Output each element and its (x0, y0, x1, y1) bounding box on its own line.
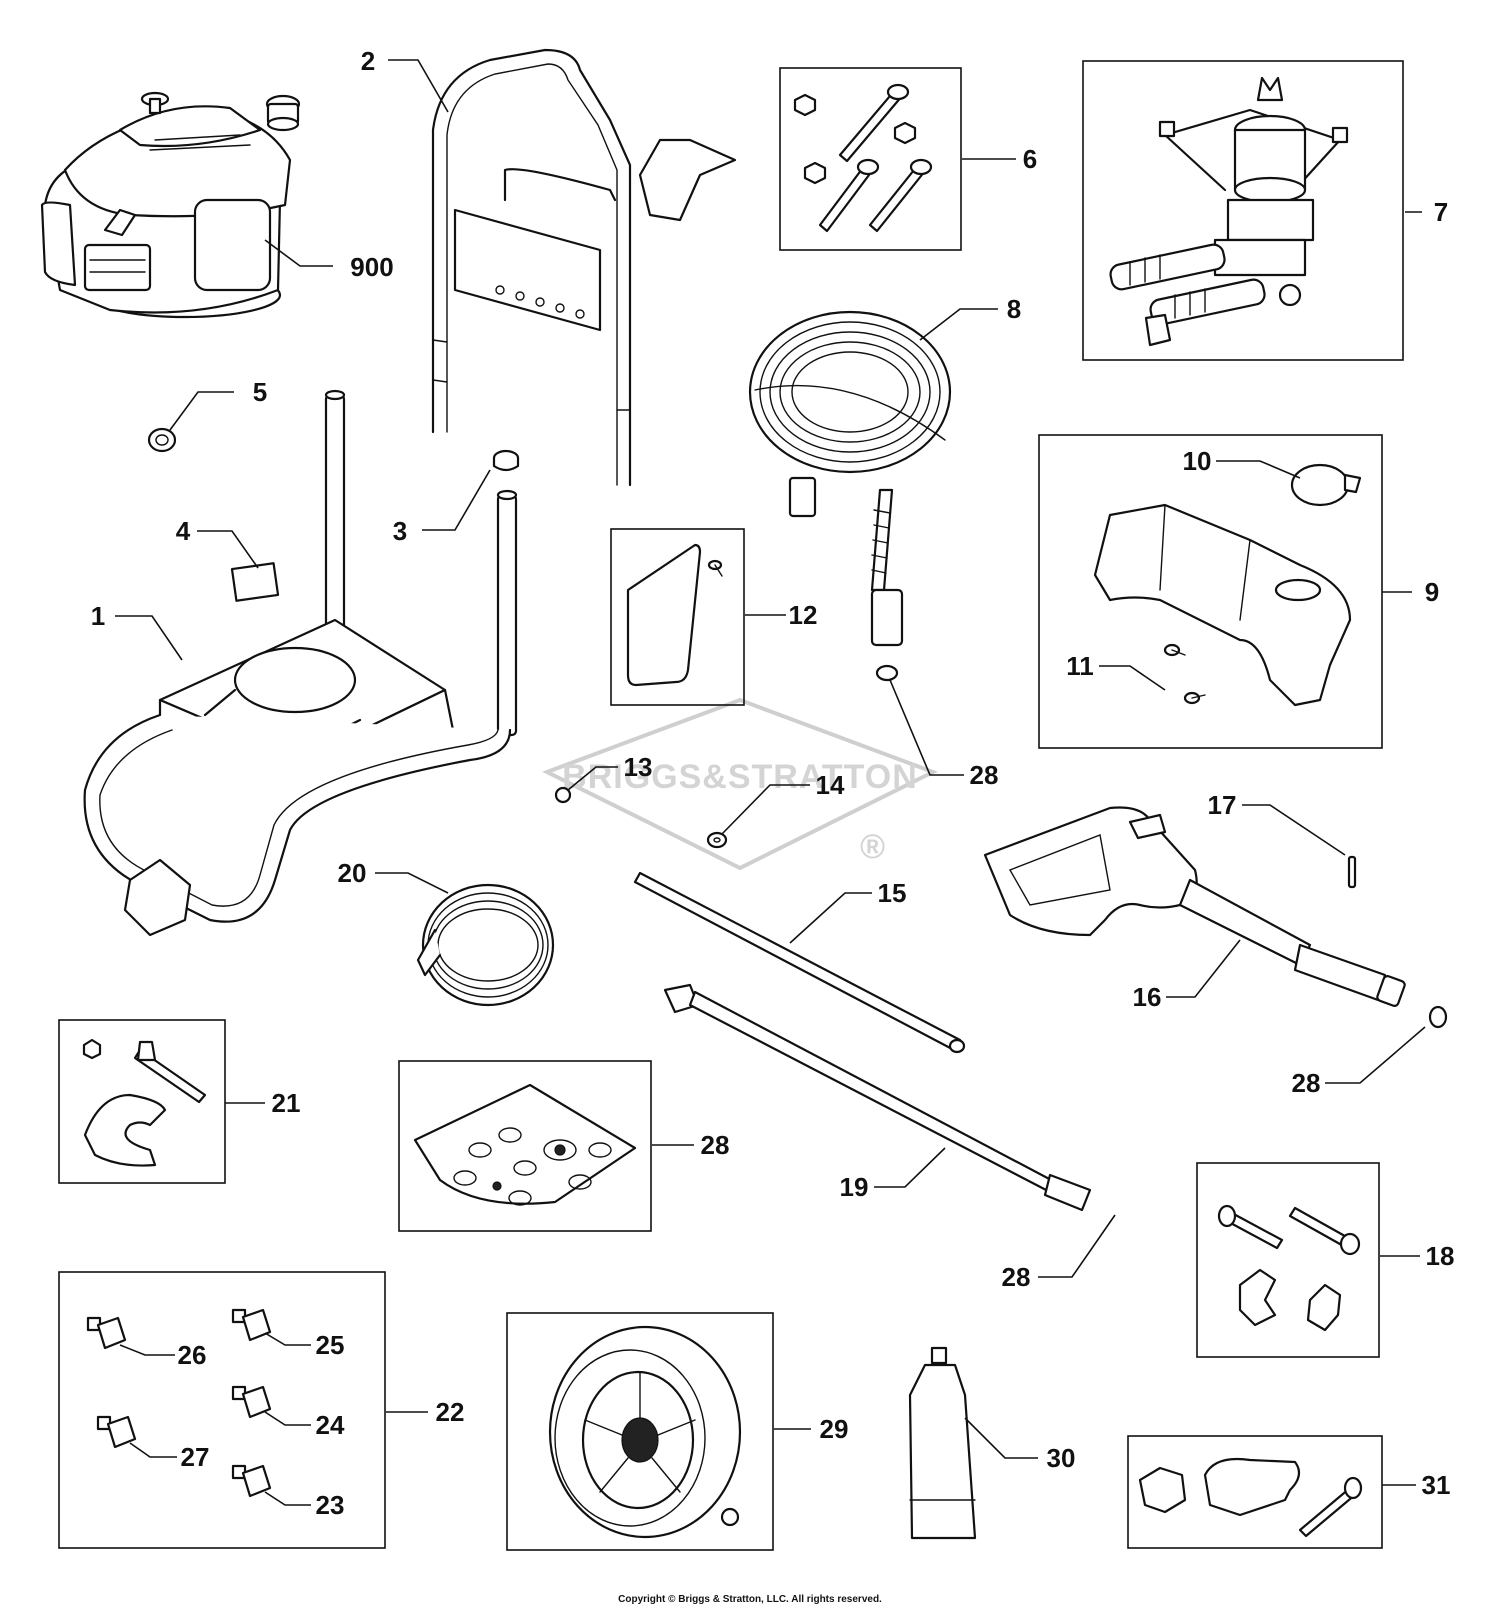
callout-8: 8 (1007, 294, 1021, 324)
box-part-7 (1082, 60, 1404, 361)
decal-part-28 (413, 1083, 637, 1206)
callout-18: 18 (1426, 1241, 1455, 1271)
watermark-registered: ® (860, 828, 886, 866)
box-part-6 (779, 67, 962, 251)
clip-part-13 (554, 786, 572, 804)
spray-gun-part-16 (983, 806, 1448, 1029)
bolts-nuts-part-6 (793, 83, 933, 233)
knob-bolts-part-18 (1217, 1204, 1361, 1332)
frame-part-1 (83, 389, 518, 937)
callout-27: 27 (181, 1442, 210, 1472)
callout-24: 24 (316, 1410, 345, 1440)
nozzle-24 (231, 1385, 272, 1419)
callout-11: 11 (1066, 651, 1094, 681)
callout-21: 21 (272, 1088, 301, 1118)
callout-4: 4 (176, 516, 191, 546)
nozzles-part-22 (86, 1308, 272, 1498)
label-part-4 (230, 562, 280, 602)
callout-5: 5 (253, 377, 267, 407)
brand-watermark: BRIGGS&STRATTON ® (541, 697, 939, 871)
callout-25: 25 (316, 1330, 345, 1360)
nozzle-26 (86, 1316, 127, 1350)
pump-part-7 (1109, 76, 1349, 347)
callout-19: 19 (840, 1172, 869, 1202)
callout-900: 900 (350, 252, 393, 282)
callout-28-gun: 28 (1292, 1068, 1321, 1098)
callout-28-wand: 28 (1002, 1262, 1031, 1292)
callout-10: 10 (1183, 446, 1212, 476)
box-part-21 (58, 1019, 226, 1184)
callout-26: 26 (178, 1340, 207, 1370)
tube-part-30 (908, 1346, 977, 1540)
coil-hose-part-20 (416, 883, 555, 1007)
washer-part-14 (706, 831, 728, 849)
callout-13: 13 (624, 752, 653, 782)
callout-29: 29 (820, 1414, 849, 1444)
watermark-text: BRIGGS&STRATTON (562, 758, 918, 796)
callout-7: 7 (1434, 197, 1448, 227)
wand-part-15 (633, 871, 966, 1054)
callout-3: 3 (393, 516, 407, 546)
callout-22: 22 (436, 1397, 465, 1427)
engine-part-900 (40, 91, 301, 319)
clamp-part-31 (1138, 1457, 1363, 1538)
gasket-part-12 (626, 543, 723, 687)
holder-part-9 (1093, 463, 1362, 707)
nozzle-23 (231, 1464, 272, 1498)
callout-17: 17 (1208, 790, 1237, 820)
callout-23: 23 (316, 1490, 345, 1520)
callout-28-hose: 28 (970, 760, 999, 790)
callout-31: 31 (1422, 1470, 1451, 1500)
callout-1: 1 (91, 601, 105, 631)
wheel-part-29 (548, 1325, 742, 1539)
callout-28-decal: 28 (701, 1130, 730, 1160)
leader-lines (115, 59, 1426, 1506)
handle-part-2 (431, 48, 737, 487)
box-part-28-decal (398, 1060, 652, 1232)
wand-part-19 (663, 983, 1092, 1212)
box-part-31 (1127, 1435, 1383, 1549)
copyright-notice: Copyright © Briggs & Stratton, LLC. All … (618, 1594, 882, 1605)
callout-20: 20 (338, 858, 367, 888)
callout-15: 15 (878, 878, 907, 908)
callout-12: 12 (789, 600, 818, 630)
box-part-22 (58, 1271, 386, 1549)
callout-6: 6 (1023, 144, 1037, 174)
pin-part-17 (1347, 855, 1357, 889)
callout-30: 30 (1047, 1443, 1076, 1473)
bracket-part-21 (82, 1038, 207, 1167)
nozzle-25 (231, 1308, 272, 1342)
grommet-part-5 (147, 427, 177, 453)
callout-9: 9 (1425, 577, 1439, 607)
hose-part-8 (748, 310, 952, 682)
callout-labels: 2 900 5 6 7 8 3 4 1 10 9 12 11 28 13 14 … (91, 46, 1455, 1520)
box-part-12 (610, 528, 745, 706)
callout-16: 16 (1133, 982, 1162, 1012)
callout-2: 2 (361, 46, 375, 76)
callout-14: 14 (816, 770, 845, 800)
nozzle-27 (96, 1415, 137, 1449)
box-part-29 (506, 1312, 774, 1551)
cap-part-3 (492, 449, 520, 472)
box-part-18 (1196, 1162, 1380, 1358)
